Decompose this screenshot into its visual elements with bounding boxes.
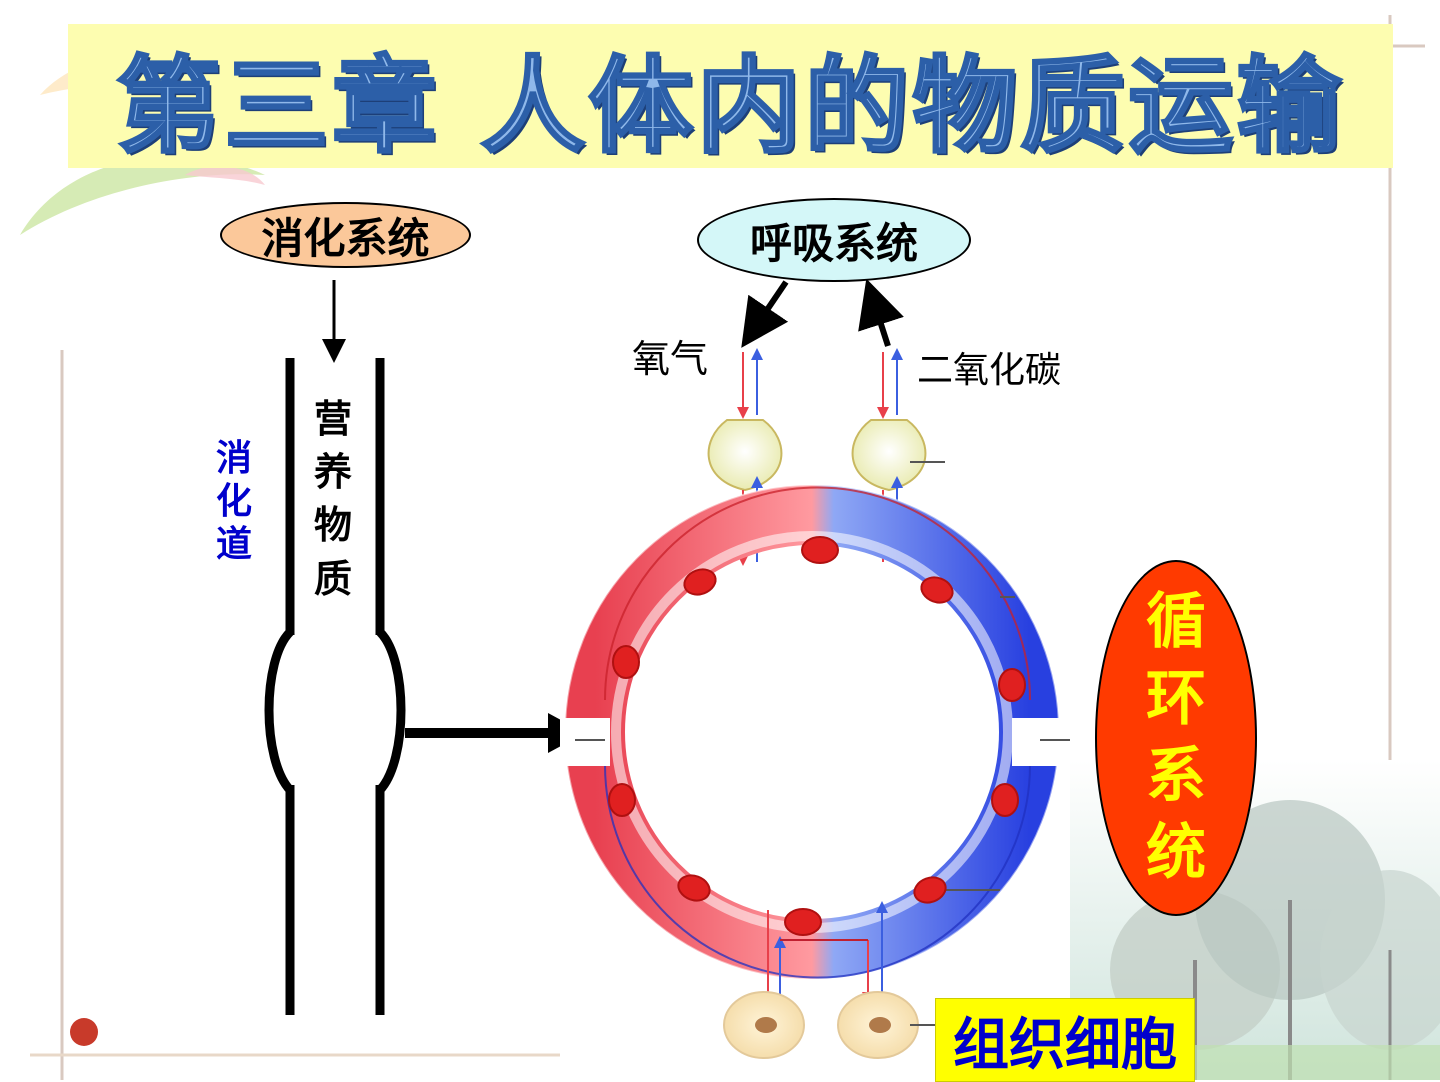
tissue-cells-box: 组织细胞 <box>935 998 1195 1082</box>
respiratory-system-label: 呼吸系统 <box>750 210 918 271</box>
vertical-char: 循 <box>1146 584 1206 661</box>
digestive-system-oval: 消化系统 <box>220 202 471 268</box>
alveolus-left <box>709 420 782 490</box>
tissue-cell-left <box>724 992 804 1058</box>
vertical-char: 消 <box>216 437 252 480</box>
co2-arrow <box>870 290 888 346</box>
vertical-char: 道 <box>216 523 252 566</box>
page-title: 第三章 人体内的物质运输 <box>116 21 1344 172</box>
vertical-char: 系 <box>1146 738 1206 815</box>
vertical-char: 质 <box>314 553 352 606</box>
digestive-system-label: 消化系统 <box>261 205 429 266</box>
circulatory-system-oval: 循环系统 <box>1095 560 1257 916</box>
oxygen-arrow <box>748 282 786 338</box>
tissue-cell-right <box>838 992 918 1058</box>
red-dot-decoration <box>70 1018 98 1046</box>
digestive-tract-label: 消化道 <box>216 437 252 567</box>
vertical-char: 化 <box>216 480 252 523</box>
respiratory-system-oval: 呼吸系统 <box>697 198 971 282</box>
oxygen-label: 氧气 <box>632 340 708 378</box>
vertical-char: 环 <box>1146 661 1206 738</box>
vertical-char: 物 <box>314 499 352 552</box>
vertical-char: 养 <box>314 446 352 499</box>
vertical-char: 营 <box>314 393 352 446</box>
title-banner: 第三章 人体内的物质运输 <box>68 24 1393 168</box>
vertical-char: 统 <box>1146 815 1206 892</box>
nutrients-label: 营养物质 <box>314 393 352 606</box>
alveolus-right <box>853 420 926 490</box>
tissue-cells-label: 组织细胞 <box>953 1000 1177 1081</box>
carbon-dioxide-label: 二氧化碳 <box>917 353 1061 389</box>
